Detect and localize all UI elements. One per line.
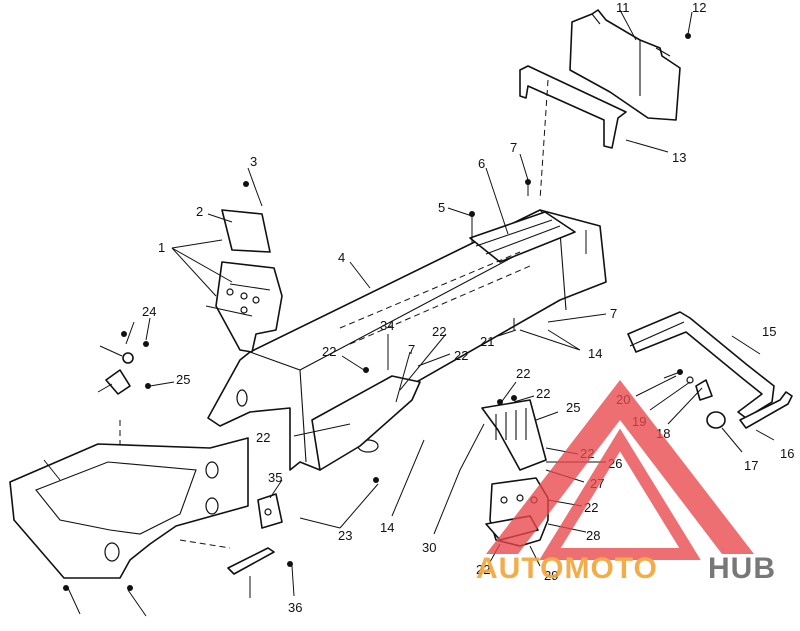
callout-5: 5 xyxy=(438,200,445,215)
front-frame-part-34 xyxy=(9,420,249,579)
callout-20: 22 xyxy=(454,348,468,363)
callout-7a: 7 xyxy=(510,140,517,155)
callout-19: 22 xyxy=(432,324,446,339)
callout-22-tunnel-bottom: 23 xyxy=(338,528,352,543)
callout-12: 15 xyxy=(762,324,776,339)
bracket-assembly-part-1-2 xyxy=(205,209,283,353)
callout-22-top-left: 24 xyxy=(142,304,156,319)
bumper-part-12 xyxy=(627,311,775,419)
callout-8: 11 xyxy=(616,0,630,15)
callout-7c: 7 xyxy=(408,342,415,357)
watermark-text-hub: HUB xyxy=(708,552,776,585)
callout-13: 16 xyxy=(780,446,794,461)
callout-6: 6 xyxy=(478,156,485,171)
plate-part-29 xyxy=(257,493,283,529)
callout-26: 29 xyxy=(544,568,558,583)
callout-9: 12 xyxy=(692,0,706,15)
strip-part-31 xyxy=(227,547,275,575)
callout-21: 22 xyxy=(516,366,530,381)
callout-1: 1 xyxy=(158,240,165,255)
callout-14: 17 xyxy=(744,458,758,473)
callout-11-lower: 14 xyxy=(380,520,394,535)
side-plate-part-23 xyxy=(481,399,547,471)
fastener-dots xyxy=(63,33,691,591)
grommet-part-36 xyxy=(122,352,134,364)
watermark-text-automoto: AUTOMOTO xyxy=(476,552,658,585)
automotohub-watermark: AUTOMOTO HUB xyxy=(476,380,776,585)
knob-part-14 xyxy=(706,411,726,429)
panel-part-8 xyxy=(569,9,681,121)
watermark-triangle-icon xyxy=(486,380,754,554)
tunnel-part-4 xyxy=(207,209,607,471)
callout-29: 35 xyxy=(268,470,282,485)
callout-4: 4 xyxy=(338,250,345,265)
hardware-parts-15-17 xyxy=(663,371,713,401)
callout-2: 2 xyxy=(196,204,203,219)
callout-3: 3 xyxy=(250,154,257,169)
callout-11a: 14 xyxy=(588,346,602,361)
callout-18: 21 xyxy=(480,334,494,349)
clip-part-35 xyxy=(105,369,131,395)
callout-22-left: 25 xyxy=(176,372,190,387)
callout-30: 36 xyxy=(288,600,302,615)
callout-25b: 28 xyxy=(586,528,600,543)
callout-22-mid: 22 xyxy=(256,430,270,445)
callout-28: 34 xyxy=(380,318,394,333)
callout-22-upper: 22 xyxy=(536,386,550,401)
callout-22-bottom: 22 xyxy=(476,562,490,577)
callout-7b: 7 xyxy=(610,306,617,321)
bracket-part-10 xyxy=(519,65,627,201)
rod-part-13 xyxy=(739,391,793,429)
callout-23: 25 xyxy=(566,400,580,415)
callout-27: 30 xyxy=(422,540,436,555)
callout-10: 13 xyxy=(672,150,686,165)
callout-22-tunnel: 22 xyxy=(322,344,336,359)
